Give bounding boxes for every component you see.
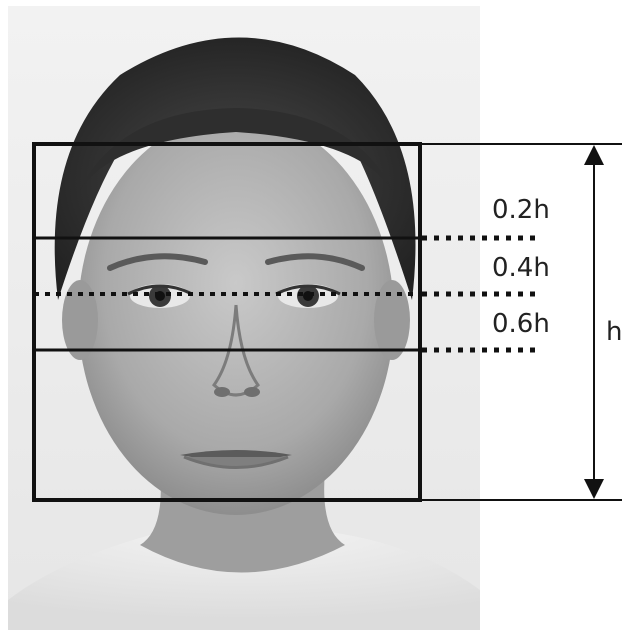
label-0.6h: 0.6h <box>492 309 550 339</box>
arrow-up-icon <box>584 145 604 165</box>
label-0.4h: 0.4h <box>492 253 550 283</box>
label-height: h <box>606 317 622 347</box>
portrait-photo <box>8 6 480 630</box>
arrow-down-icon <box>584 479 604 499</box>
label-0.2h: 0.2h <box>492 195 550 225</box>
